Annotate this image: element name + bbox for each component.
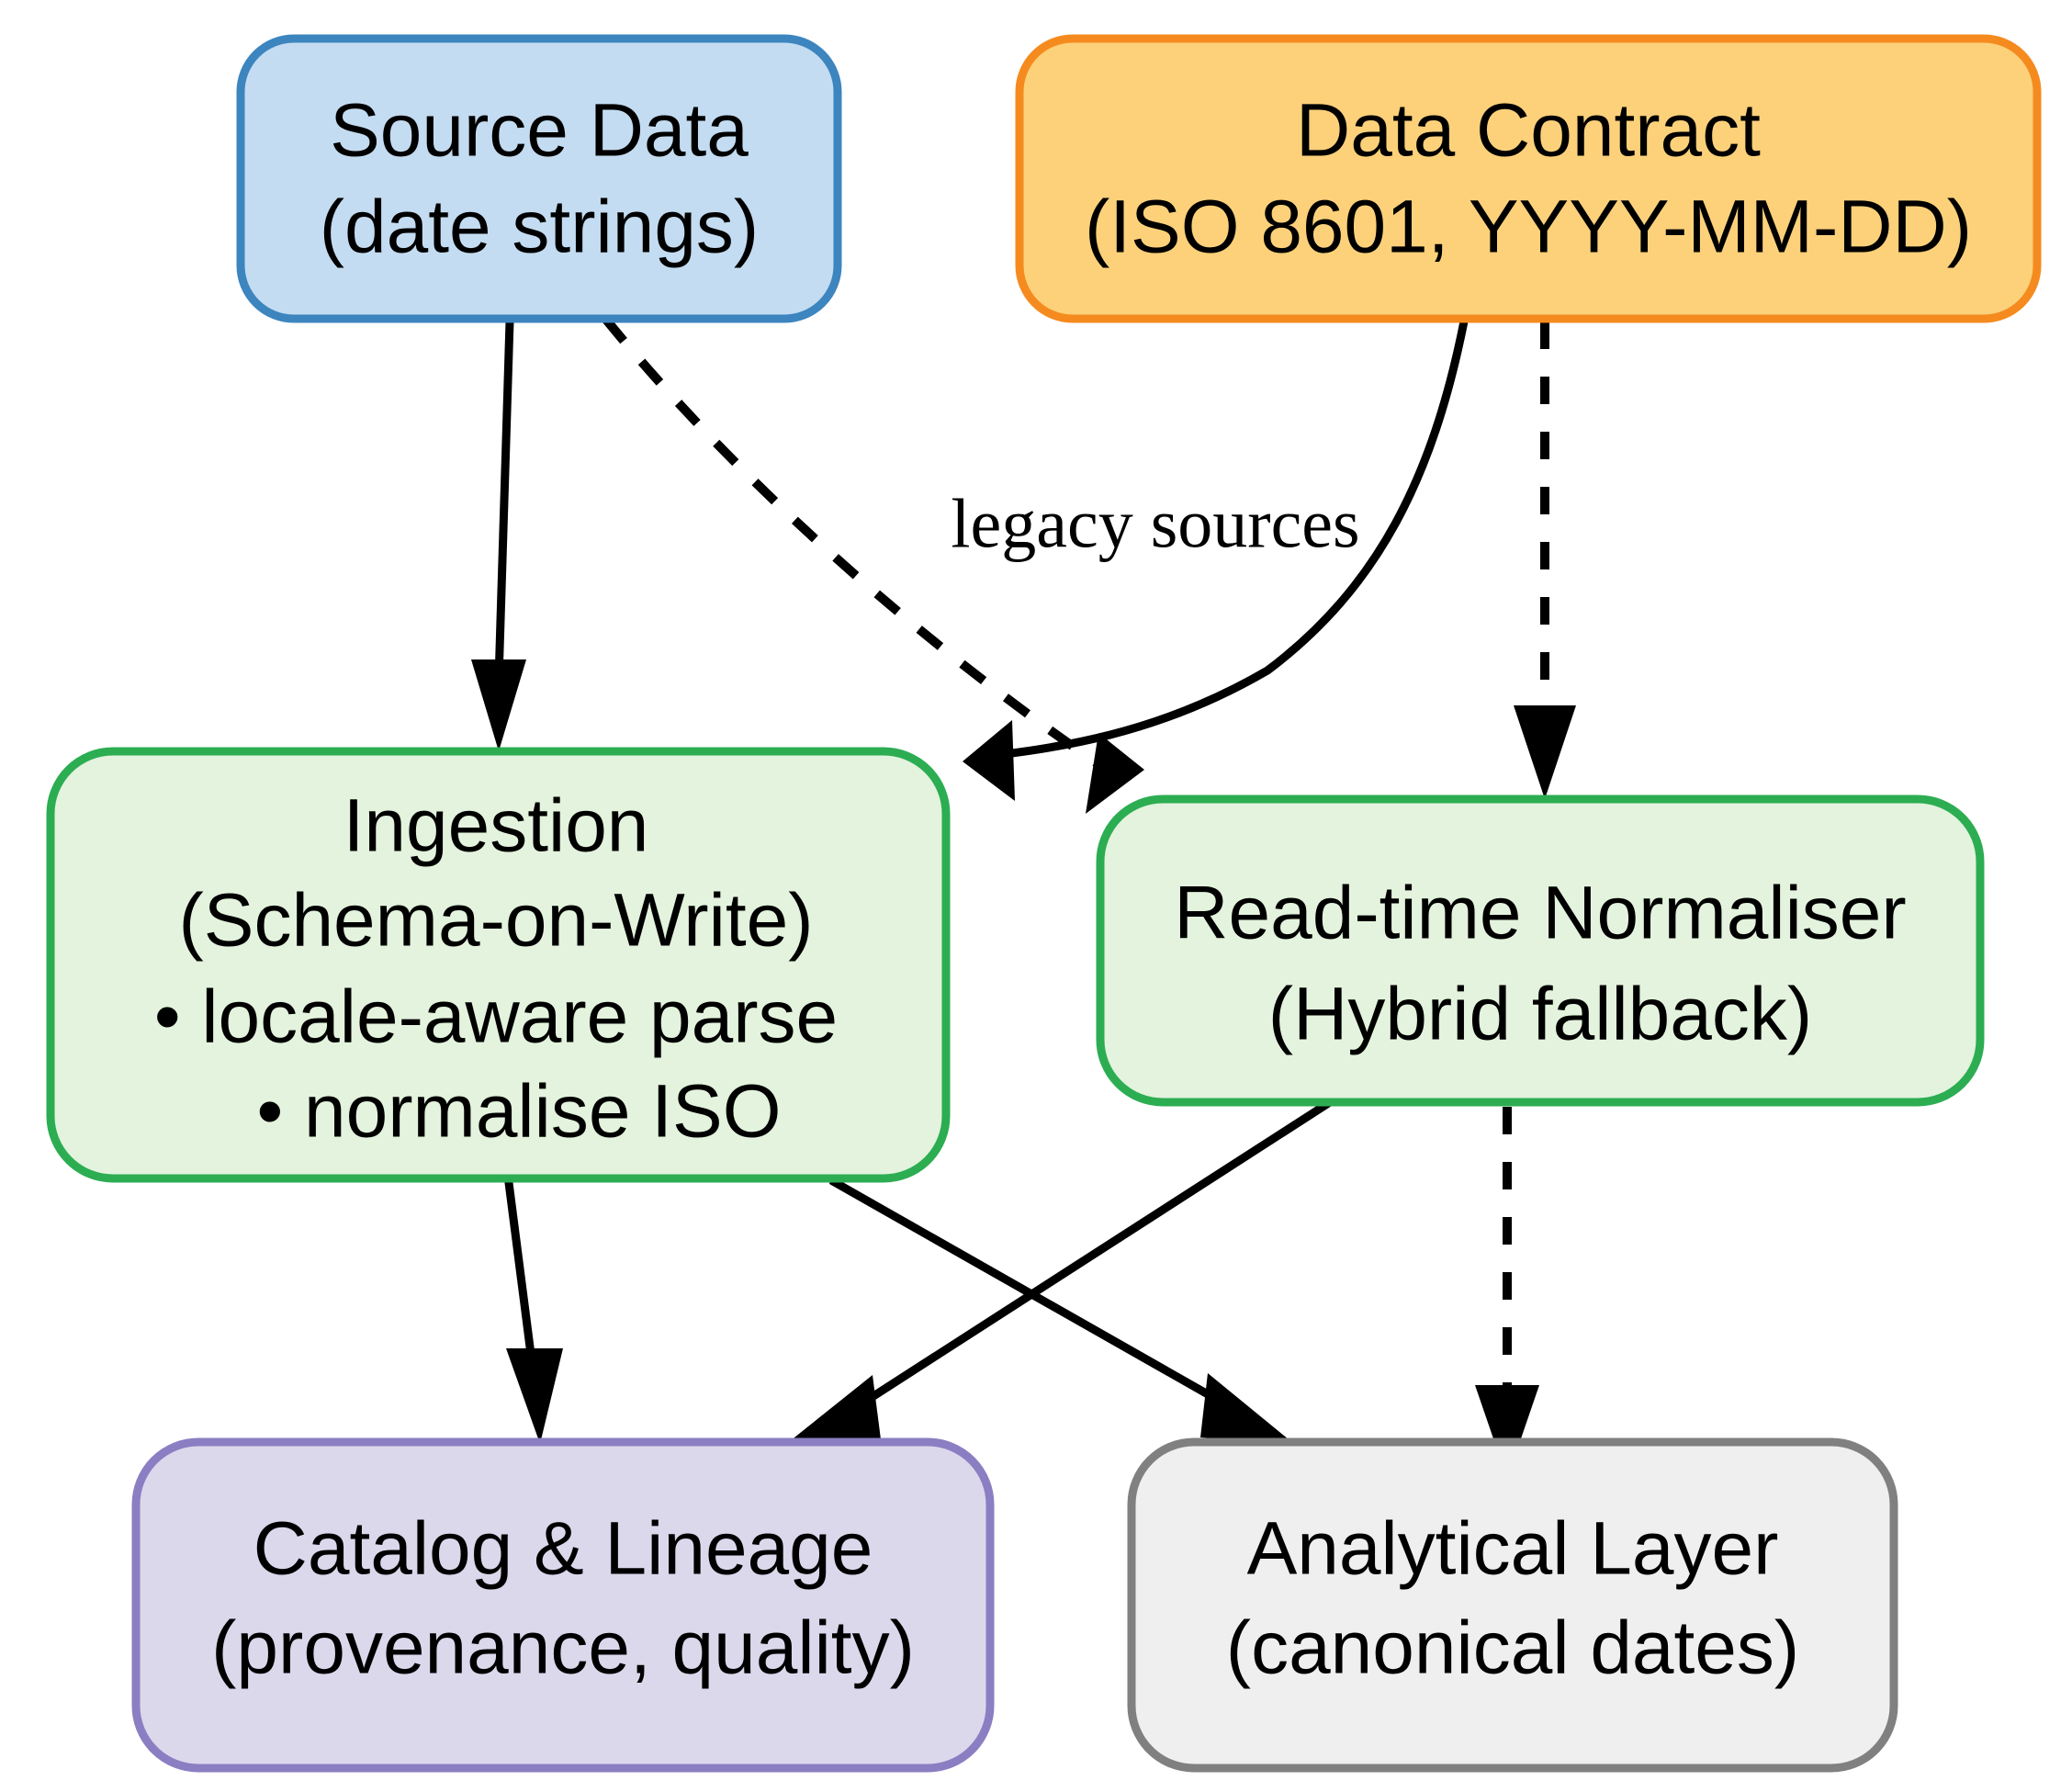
node-ingestion-line2: (Schema-on-Write)	[178, 879, 813, 963]
node-analytical-layer-shape	[1127, 1437, 1898, 1773]
node-catalog-lineage[interactable]: Catalog & Lineage (provenance, quality)	[131, 1437, 995, 1773]
arrowhead-icon	[1200, 1373, 1294, 1444]
node-catalog-line1: Catalog & Lineage	[253, 1507, 873, 1591]
node-ingestion-line1: Ingestion	[343, 784, 649, 868]
node-ingestion[interactable]: Ingestion (Schema-on-Write) • locale-awa…	[46, 747, 951, 1183]
node-catalog-lineage-shape	[131, 1437, 995, 1773]
node-read-time-normaliser-shape	[1096, 795, 1985, 1107]
edge-normaliser-to-analytical	[1475, 1107, 1539, 1479]
edge-normaliser-to-catalog	[785, 1099, 1333, 1445]
node-source-data-line1: Source Data	[330, 89, 749, 173]
arrowhead-icon	[471, 659, 526, 751]
arrowhead-icon	[1086, 733, 1144, 814]
node-analytical-line2: (canonical dates)	[1226, 1606, 1799, 1690]
edge-ingestion-to-catalog	[503, 1175, 563, 1444]
node-normaliser-line2: (Hybrid fallback)	[1268, 973, 1812, 1056]
arrowhead-icon	[1514, 705, 1576, 799]
node-catalog-line2: (provenance, quality)	[211, 1606, 915, 1690]
node-data-contract-shape	[1015, 34, 2042, 323]
node-data-contract-line2: (ISO 8601, YYYY-MM-DD)	[1085, 186, 1972, 269]
node-ingestion-line3: • locale-aware parse	[154, 975, 838, 1059]
arrowhead-icon	[506, 1348, 563, 1444]
arrowhead-icon	[1475, 1385, 1539, 1479]
node-ingestion-shape	[46, 747, 951, 1183]
node-analytical-layer[interactable]: Analytical Layer (canonical dates)	[1127, 1437, 1898, 1773]
node-source-data[interactable]: Source Data (date strings)	[236, 34, 842, 323]
node-ingestion-line4: • normalise ISO	[257, 1070, 782, 1154]
edge-ingestion-to-analytical	[828, 1177, 1294, 1444]
arrowhead-icon	[785, 1375, 881, 1445]
node-normaliser-line1: Read-time Normaliser	[1174, 872, 1906, 955]
node-data-contract-line1: Data Contract	[1296, 89, 1761, 173]
arrowhead-icon	[963, 720, 1015, 801]
node-analytical-line1: Analytical Layer	[1247, 1507, 1779, 1591]
node-source-data-shape	[236, 34, 842, 323]
edge-source-to-normaliser	[602, 316, 1144, 814]
node-source-data-line2: (date strings)	[320, 186, 760, 269]
edge-label-legacy-sources: legacy sources	[951, 485, 1359, 562]
edge-contract-to-ingestion	[963, 321, 1469, 801]
edge-source-to-ingestion	[471, 321, 526, 751]
node-read-time-normaliser[interactable]: Read-time Normaliser (Hybrid fallback)	[1096, 795, 1985, 1107]
node-data-contract[interactable]: Data Contract (ISO 8601, YYYY-MM-DD)	[1015, 34, 2042, 323]
edge-contract-to-normaliser	[1514, 321, 1576, 799]
